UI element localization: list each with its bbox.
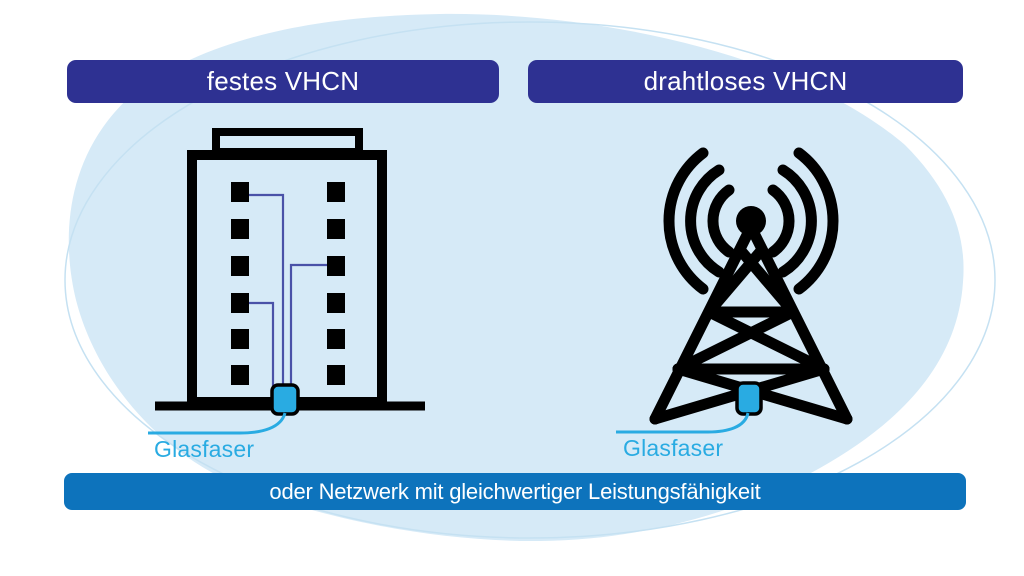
- radio-wave-arc: [767, 184, 795, 258]
- building-window: [231, 329, 249, 349]
- glasfaser-cable: [148, 412, 287, 435]
- tower-leg: [649, 225, 755, 425]
- glasfaser-label-right: Glasfaser: [623, 435, 724, 461]
- building-windows-left: [231, 182, 249, 385]
- radio-wave-arc: [685, 164, 725, 278]
- radio-waves-right: [767, 147, 839, 295]
- building-window: [327, 219, 345, 239]
- decorative-circle-outline: [64, 21, 996, 539]
- building-window: [231, 182, 249, 202]
- building-roof: [212, 128, 363, 156]
- radio-tower-icon: [616, 147, 853, 434]
- glasfaser-label-left: Glasfaser: [154, 436, 255, 462]
- header-drahtloses-vhcn-label: drahtloses VHCN: [643, 66, 848, 96]
- building-windows-right: [327, 182, 345, 385]
- tower-brace: [672, 306, 799, 375]
- building-window: [327, 182, 345, 202]
- fiber-connection-box: [735, 381, 763, 416]
- building-window: [231, 219, 249, 239]
- fiber-cable-line: [289, 263, 327, 387]
- radio-wave-arc: [707, 184, 735, 258]
- fiber-cable-line: [249, 301, 275, 387]
- radio-wave-arc: [777, 164, 817, 278]
- radio-waves-left: [663, 147, 735, 295]
- fiber-cable-line: [249, 193, 285, 387]
- building-window: [327, 329, 345, 349]
- radio-wave-arc: [663, 147, 709, 295]
- building-window: [327, 256, 345, 276]
- footer-bar: oder Netzwerk mit gleichwertiger Leistun…: [64, 473, 966, 510]
- building-window: [231, 256, 249, 276]
- inhouse-fiber-lines: [249, 193, 327, 387]
- tower-leg: [747, 225, 853, 425]
- glasfaser-cable: [616, 412, 750, 434]
- radio-wave-arc: [793, 147, 839, 295]
- fiber-connection-box: [270, 383, 300, 416]
- tower-brace: [703, 246, 766, 318]
- building-window: [231, 293, 249, 313]
- header-drahtloses-vhcn: drahtloses VHCN: [528, 60, 963, 103]
- building-icon: [148, 128, 425, 435]
- header-festes-vhcn: festes VHCN: [67, 60, 499, 103]
- building-window: [231, 365, 249, 385]
- header-festes-vhcn-label: festes VHCN: [206, 66, 360, 96]
- building-window: [327, 365, 345, 385]
- building-body: [187, 150, 387, 407]
- building-window: [327, 293, 345, 313]
- footer-label: oder Netzwerk mit gleichwertiger Leistun…: [269, 478, 761, 504]
- tower-brace: [703, 306, 830, 375]
- antenna-head: [736, 206, 766, 236]
